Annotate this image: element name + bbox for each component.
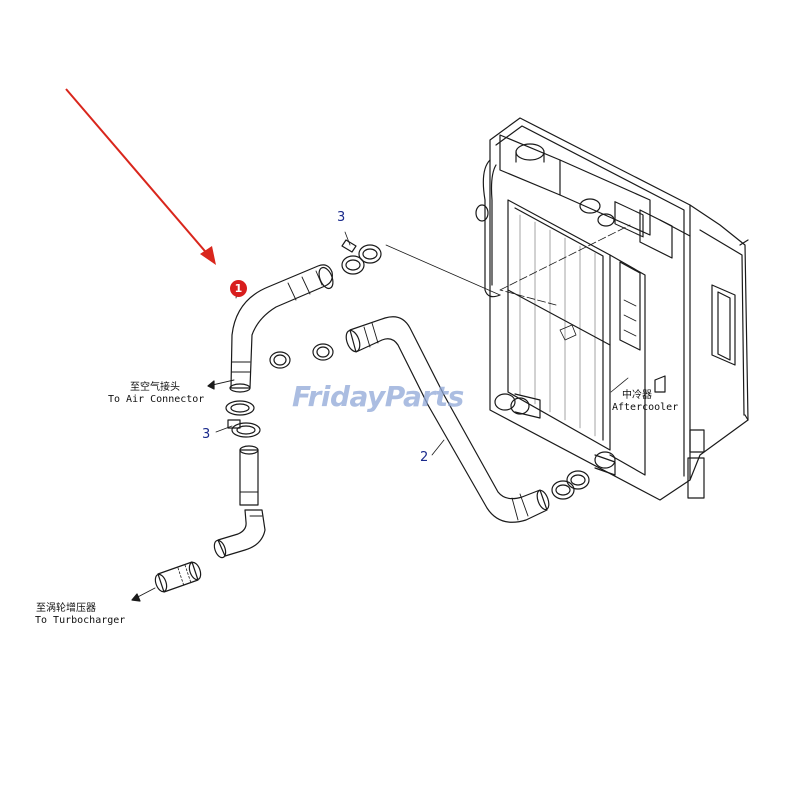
leader-lines	[215, 224, 631, 456]
red-pointer-arrow	[65, 88, 216, 265]
air-connector-label-en: To Air Connector	[108, 394, 205, 405]
part-1-badge: 1	[230, 280, 247, 297]
watermark-logo: FridayParts	[292, 380, 464, 413]
callout-part-3-top: 3	[337, 210, 346, 225]
turbo-pipe-assembly	[154, 445, 266, 593]
turbo-label-en: To Turbocharger	[35, 615, 126, 626]
turbo-label-cn: 至涡轮增压器	[36, 603, 96, 614]
callout-part-3-left: 3	[202, 427, 211, 442]
aftercooler-label-en: Aftercooler	[612, 402, 679, 413]
air-connector-label-cn: 至空气接头	[130, 382, 180, 393]
hose-part-2	[345, 316, 550, 523]
aftercooler-label-cn: 中冷器	[622, 390, 652, 401]
hose-part-1	[229, 264, 334, 393]
callout-part-2: 2	[420, 450, 429, 465]
aftercooler-assembly	[475, 117, 749, 501]
hose-clamps	[225, 239, 590, 500]
